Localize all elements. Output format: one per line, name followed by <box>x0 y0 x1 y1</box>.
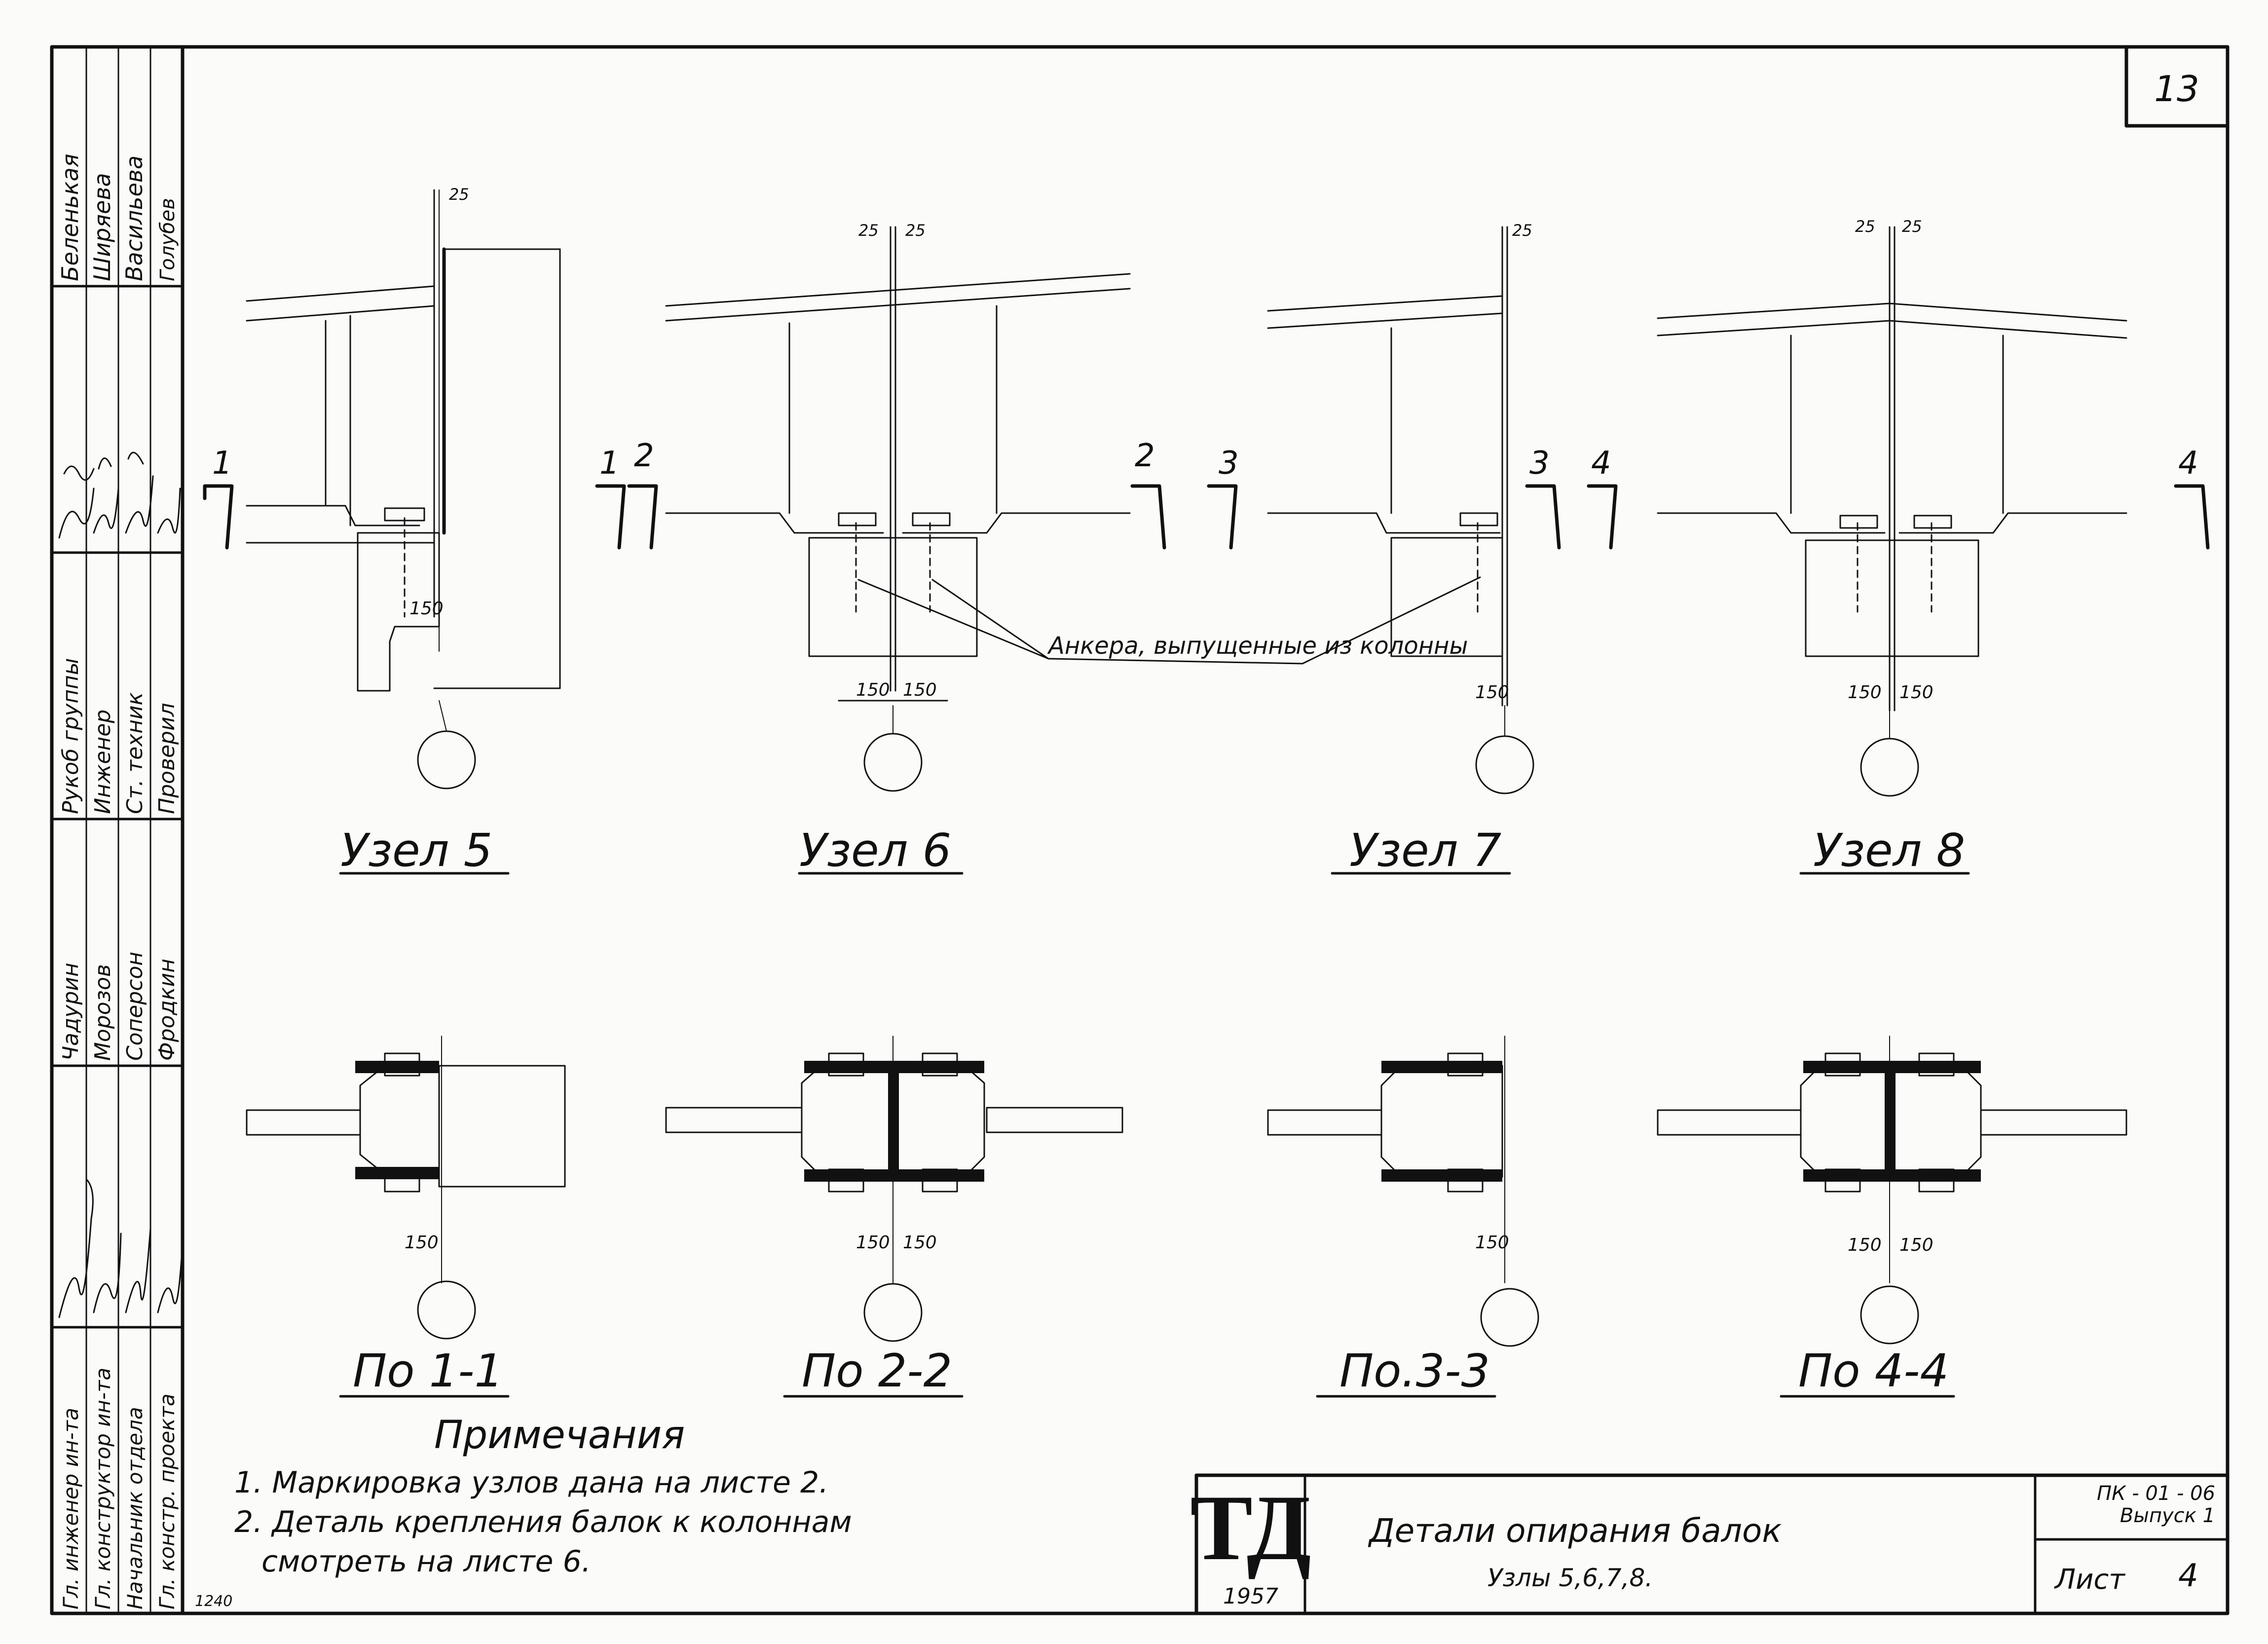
stamp-role-3: Гл. констр. проекта <box>155 1393 179 1609</box>
signature-3 <box>157 487 181 534</box>
node-6-drawing: 150 150 25 25 2 2 <box>627 221 1166 792</box>
node-8-label: Узел 8 <box>1813 824 1965 877</box>
stamp-number: 1240 <box>195 1593 232 1610</box>
stamp-role2-1: Инженер <box>90 710 115 814</box>
node-6-label: Узел 6 <box>799 824 951 877</box>
dim-150-d: 150 <box>1848 682 1882 703</box>
stamp-name-1: Морозов <box>90 964 115 1061</box>
signature-2 <box>125 451 154 534</box>
side-stamp: Беленькая Ширяева Васильева Голубев Руко… <box>50 46 184 1614</box>
section-1-1-drawing: 150 <box>246 1036 566 1340</box>
dim-25-c: 25 <box>1512 221 1532 240</box>
sheet-frame <box>50 45 2230 1615</box>
node-7-label: Узел 7 <box>1349 824 1501 877</box>
page-number: 13 <box>2154 68 2199 110</box>
section-2-2-label: По 2-2 <box>802 1345 952 1397</box>
sec3-dim-150: 150 <box>1475 1233 1509 1253</box>
stamp-name2-1: Ширяева <box>89 173 115 281</box>
dim-150-b: 150 <box>903 680 937 700</box>
signature-0 <box>58 465 95 539</box>
stamp-role2-0: Рукоб группы <box>58 658 83 814</box>
drawing-title: Детали опирания балок <box>1368 1512 1782 1550</box>
anchor-note: Анкера, выпущенные из колонны <box>1047 632 1468 660</box>
stamp-role2-2: Ст. техник <box>122 692 148 814</box>
section-mark-2-right: 2 <box>1135 438 1155 474</box>
drawing-subtitle: Узлы 5,6,7,8. <box>1487 1564 1653 1592</box>
node-5-drawing: 150 25 1 1 <box>203 185 626 789</box>
code-line-1: ПК - 01 - 06 <box>2097 1482 2215 1505</box>
section-mark-1-right: 1 <box>599 445 620 482</box>
page-number-box <box>2124 45 2230 128</box>
dim-25-d: 25 <box>1855 217 1875 236</box>
section-mark-3-left: 3 <box>1219 445 1239 482</box>
signature-1 <box>93 457 119 534</box>
code-line-2: Выпуск 1 <box>2120 1504 2215 1527</box>
note-2-cont: смотреть на листе 6. <box>261 1544 591 1579</box>
sheet-label: Лист <box>2054 1564 2125 1596</box>
sec1-dim-150: 150 <box>405 1233 439 1253</box>
section-3-3-label: По.3-3 <box>1339 1345 1490 1397</box>
signature-7 <box>157 1242 184 1313</box>
signature-5 <box>93 1233 122 1313</box>
sec4-dim-150-a: 150 <box>1848 1235 1882 1255</box>
stamp-name-0: Чадурин <box>58 963 83 1061</box>
dim-25: 25 <box>449 185 469 204</box>
sec2-dim-150-b: 150 <box>903 1233 937 1253</box>
section-3-3-drawing: 150 <box>1267 1036 1539 1347</box>
stamp-name2-0: Беленькая <box>57 154 83 281</box>
dim-150: 150 <box>409 598 444 619</box>
dim-150-a: 150 <box>856 680 890 700</box>
sheet-number: 4 <box>2178 1558 2198 1594</box>
logo: ТД <box>1190 1476 1311 1580</box>
stamp-role2-3: Проверил <box>154 703 180 814</box>
sec4-dim-150-b: 150 <box>1899 1235 1933 1255</box>
signature-4 <box>58 1178 94 1318</box>
stamp-name-3: Фродкин <box>154 959 180 1061</box>
section-mark-3-right: 3 <box>1529 445 1550 482</box>
section-mark-1-left: 1 <box>212 445 232 482</box>
stamp-name2-2: Васильева <box>121 155 148 281</box>
node-7-drawing: 150 25 3 3 <box>1207 221 1561 794</box>
section-mark-2-left: 2 <box>634 438 654 474</box>
node-5-label: Узел 5 <box>340 824 492 877</box>
year: 1957 <box>1223 1584 1278 1609</box>
dim-25-e: 25 <box>1902 217 1922 236</box>
title-block: ТД 1957 Детали опирания балок Узлы 5,6,7… <box>1190 1473 2230 1615</box>
section-4-4-drawing: 150 150 <box>1657 1036 2127 1345</box>
section-2-2-drawing: 150 150 <box>665 1036 1123 1342</box>
dim-150-c: 150 <box>1475 682 1509 703</box>
section-mark-4-left: 4 <box>1591 445 1611 482</box>
stamp-name-2: Соперсон <box>122 952 148 1061</box>
dim-150-e: 150 <box>1899 682 1933 703</box>
stamp-role-2: Начальник отдела <box>123 1407 147 1609</box>
stamp-role-0: Гл. инженер ин-та <box>59 1408 83 1609</box>
notes-heading: Примечания <box>434 1413 685 1457</box>
section-4-4-label: По 4-4 <box>1798 1345 1949 1397</box>
section-1-1-label: По 1-1 <box>353 1345 503 1397</box>
stamp-role-1: Гл. конструктор ин-та <box>91 1368 115 1609</box>
sec2-dim-150-a: 150 <box>856 1233 890 1253</box>
note-1: 1. Маркировка узлов дана на листе 2. <box>234 1465 828 1500</box>
stamp-name2-3: Голубев <box>156 198 179 281</box>
dim-25-a: 25 <box>858 221 879 240</box>
dim-25-b: 25 <box>905 221 926 240</box>
signature-6 <box>125 1228 151 1313</box>
section-mark-4-right: 4 <box>2178 445 2198 482</box>
note-2: 2. Деталь крепления балок к колоннам <box>234 1505 852 1539</box>
node-8-drawing: 150 150 25 25 4 4 <box>1587 217 2210 797</box>
